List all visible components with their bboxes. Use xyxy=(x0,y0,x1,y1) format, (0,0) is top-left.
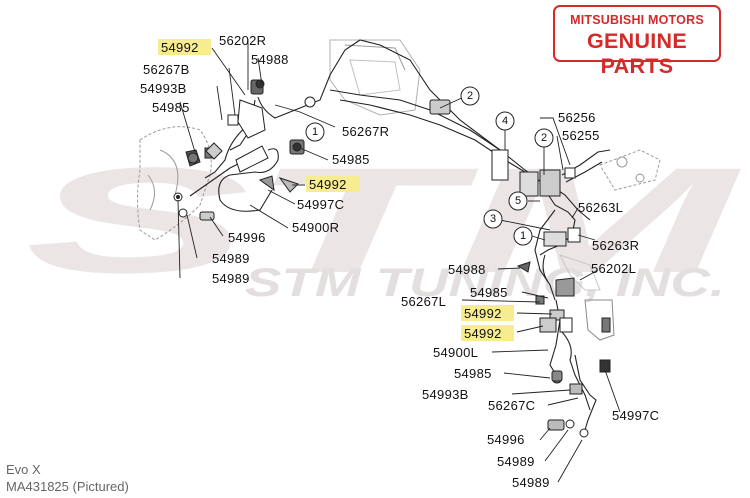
callout-2-top: 2 xyxy=(460,86,480,106)
part-label: 54985 xyxy=(454,366,492,381)
part-label: 56267C xyxy=(488,398,535,413)
callout-5: 5 xyxy=(508,191,528,211)
hardware-fittings xyxy=(173,79,611,438)
badge-line-1: MITSUBISHI MOTORS xyxy=(570,13,704,27)
part-label: 56202R xyxy=(219,33,266,48)
part-label: 54993B xyxy=(422,387,469,402)
part-label: 54992 xyxy=(161,40,199,55)
caption-model: Evo X xyxy=(6,462,41,477)
part-label: 56267L xyxy=(401,294,446,309)
part-label: 54989 xyxy=(212,271,250,286)
part-label: 56202L xyxy=(591,261,636,276)
svg-text:2: 2 xyxy=(467,90,473,102)
part-label: 54900R xyxy=(292,220,339,235)
component-sketches xyxy=(137,39,661,341)
part-label: 54989 xyxy=(212,251,250,266)
callout-1-upper: 1 xyxy=(305,122,325,142)
caption-part-number: MA431825 (Pictured) xyxy=(6,479,129,494)
badge-line-2: GENUINE PARTS xyxy=(586,29,688,78)
part-label: 54985 xyxy=(470,285,508,300)
part-label: 56255 xyxy=(562,128,600,143)
part-label: 56263R xyxy=(592,238,639,253)
part-label: 54992 xyxy=(309,177,347,192)
watermark-sub-text: STM TUNING, INC. xyxy=(245,261,725,305)
callout-3: 3 xyxy=(483,209,503,229)
highlights xyxy=(158,39,514,341)
callouts: 2 1 4 2 5 3 1 xyxy=(305,86,554,246)
leader-lines xyxy=(177,39,621,483)
svg-text:1: 1 xyxy=(520,230,526,242)
svg-text:3: 3 xyxy=(490,213,496,225)
svg-text:2: 2 xyxy=(541,132,547,144)
part-label: 54996 xyxy=(228,230,266,245)
part-label: 54900L xyxy=(433,345,478,360)
part-label: 54997C xyxy=(612,408,659,423)
part-label: 54992 xyxy=(464,326,502,341)
part-label: 54985 xyxy=(332,152,370,167)
part-label: 54992 xyxy=(464,306,502,321)
watermark: STM STM TUNING, INC. xyxy=(25,136,742,305)
callout-1-lower: 1 xyxy=(513,226,533,246)
part-label: 54996 xyxy=(487,432,525,447)
part-label: 54997C xyxy=(297,197,344,212)
watermark-big-text: STM xyxy=(25,136,742,304)
part-label: 56267B xyxy=(143,62,190,77)
part-label: 54993B xyxy=(140,81,187,96)
part-label: 54989 xyxy=(512,475,550,490)
part-label: 54988 xyxy=(251,52,289,67)
callout-4: 4 xyxy=(495,111,515,131)
svg-text:1: 1 xyxy=(312,126,318,138)
part-label: 56256 xyxy=(558,110,596,125)
genuine-parts-badge: MITSUBISHI MOTORS GENUINE PARTS xyxy=(553,5,721,78)
part-label: 54988 xyxy=(448,262,486,277)
part-label: 56263L xyxy=(578,200,623,215)
part-label: 54985 xyxy=(152,100,190,115)
part-label: 54989 xyxy=(497,454,535,469)
svg-text:5: 5 xyxy=(515,195,521,207)
part-label: 56267R xyxy=(342,124,389,139)
svg-text:4: 4 xyxy=(502,115,508,127)
callout-2-right: 2 xyxy=(534,128,554,148)
part-labels: 54992 56202R 54988 56267B 54993B 54985 5… xyxy=(140,33,659,490)
